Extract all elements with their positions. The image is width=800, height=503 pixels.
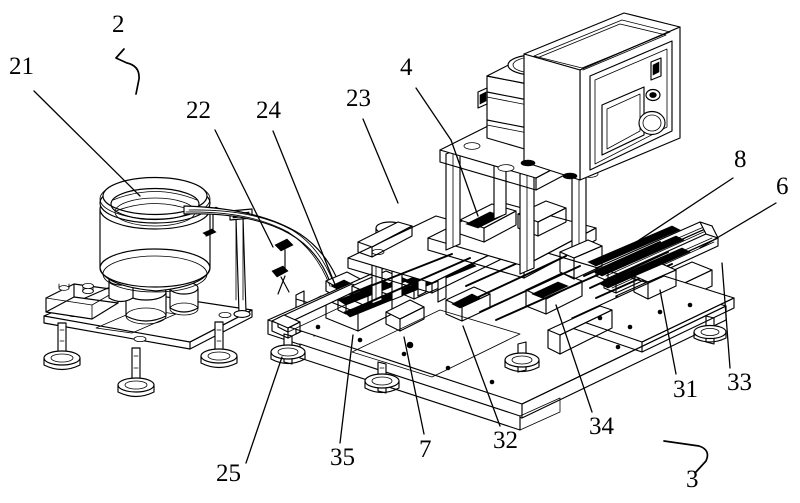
feeder-legs xyxy=(43,321,238,398)
callout-label-32: 32 xyxy=(493,427,518,454)
indicator-lamp[interactable] xyxy=(650,57,662,81)
callout-label-8: 8 xyxy=(734,146,747,173)
callout-label-22: 22 xyxy=(186,97,211,124)
callout-label-24: 24 xyxy=(256,97,281,124)
leader-24 xyxy=(272,130,337,288)
bowl-vibrator-drive xyxy=(108,274,199,325)
leader-34 xyxy=(555,304,593,413)
callout-label-23: 23 xyxy=(346,85,371,112)
display-screen[interactable] xyxy=(601,86,645,156)
callout-label-34: 34 xyxy=(589,413,614,440)
feeder-terminal-block xyxy=(45,282,119,320)
leader-35 xyxy=(339,334,354,444)
bowl-feeder-group xyxy=(43,176,253,398)
leader-22 xyxy=(214,129,274,248)
leader-33 xyxy=(721,262,731,369)
leader-31 xyxy=(659,289,677,375)
callout-label-3: 3 xyxy=(686,466,699,493)
leader-32 xyxy=(462,325,501,427)
callout-label-31: 31 xyxy=(673,376,698,403)
leader-4b xyxy=(450,139,479,217)
callout-label-35: 35 xyxy=(330,444,355,471)
leader-4 xyxy=(415,87,452,141)
feeder-bowl xyxy=(99,176,211,293)
callout-label-25: 25 xyxy=(216,460,241,487)
callout-label-21: 21 xyxy=(9,53,34,80)
main-base-legs xyxy=(270,315,727,394)
callout-label-6: 6 xyxy=(776,173,789,200)
callout-label-33: 33 xyxy=(727,369,752,396)
leader-25 xyxy=(245,356,283,464)
callout-label-2: 2 xyxy=(112,11,125,38)
leader-21 xyxy=(33,90,141,197)
callout-leaders xyxy=(33,48,777,474)
track-support-post xyxy=(229,208,253,318)
brace-3 xyxy=(663,440,709,474)
leader-23 xyxy=(362,118,399,204)
callout-label-7: 7 xyxy=(419,436,432,463)
control-cabinet xyxy=(520,12,681,181)
leader-8 xyxy=(611,177,734,259)
callout-label-4: 4 xyxy=(400,54,413,81)
rotary-knob[interactable] xyxy=(638,110,666,136)
brace-2 xyxy=(115,48,140,95)
leader-6 xyxy=(699,202,777,249)
leader-7 xyxy=(403,336,425,435)
small-round-button[interactable] xyxy=(645,88,661,102)
